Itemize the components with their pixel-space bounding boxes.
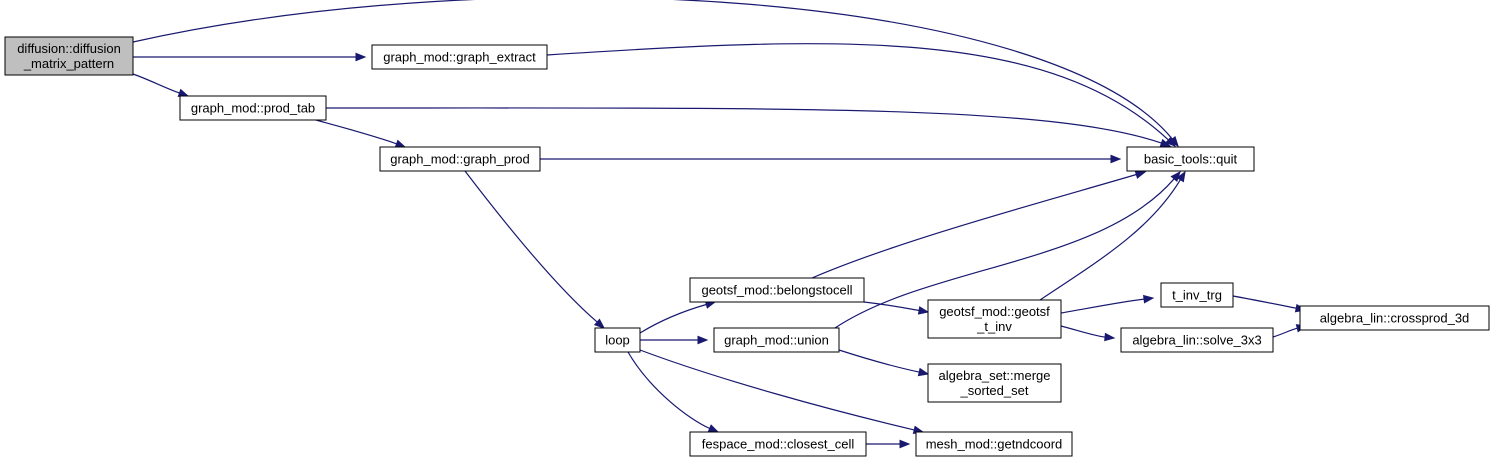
edge-loop-to-getndcoord [639, 349, 915, 431]
arrowhead-diffusion_matrix_pattern-to-prod_tab [177, 88, 190, 97]
node-box-union[interactable] [713, 327, 840, 353]
node-label-diffusion_matrix_pattern-line-2: _matrix_pattern [23, 56, 114, 71]
node-label-belongstocell-line-1: geotsf_mod::belongstocell [701, 283, 852, 298]
arrowhead-graph_extract-to-quit [1165, 136, 1176, 147]
edge-union-to-quit [834, 178, 1175, 329]
node-label-union-line-1: graph_mod::union [724, 333, 829, 348]
node-diffusion_matrix_pattern[interactable]: diffusion::diffusion_matrix_pattern [4, 36, 134, 76]
node-merge_sorted_set[interactable]: algebra_set::merge_sorted_set [927, 363, 1062, 403]
edge-geotsf_t_inv-to-t_inv_trg [1060, 298, 1145, 314]
node-label-merge_sorted_set-line-1: algebra_set::merge [938, 368, 1050, 383]
arrowhead-geotsf_t_inv-to-solve_3x3 [1104, 332, 1116, 342]
edges-layer [132, 0, 1308, 449]
edge-diffusion_matrix_pattern-to-prod_tab [132, 73, 180, 94]
arrowhead-diffusion_matrix_pattern-to-graph_extract [355, 52, 367, 62]
node-label-solve_3x3-line-1: algebra_lin::solve_3x3 [1132, 333, 1261, 348]
node-label-prod_tab-line-1: graph_mod::prod_tab [191, 101, 315, 116]
node-graph_extract[interactable]: graph_mod::graph_extract [371, 44, 548, 70]
edge-geotsf_t_inv-to-solve_3x3 [1060, 325, 1106, 338]
arrowhead-belongstocell-to-quit [1134, 170, 1147, 179]
node-box-t_inv_trg[interactable] [1160, 282, 1234, 308]
edge-prod_tab-to-quit [325, 107, 1162, 144]
arrowhead-loop-to-closest_cell [707, 424, 720, 433]
node-union[interactable]: graph_mod::union [713, 327, 840, 353]
node-loop[interactable]: loop [594, 327, 641, 353]
node-closest_cell[interactable]: fespace_mod::closest_cell [689, 431, 867, 457]
arrowhead-belongstocell-to-geotsf_t_inv [917, 306, 930, 315]
node-label-diffusion_matrix_pattern-line-1: diffusion::diffusion [17, 41, 121, 56]
node-box-belongstocell[interactable] [689, 277, 865, 303]
edge-graph_extract-to-quit [546, 43, 1169, 141]
edge-loop-to-belongstocell [639, 303, 707, 334]
edge-union-to-merge_sorted_set [838, 349, 920, 373]
arrowhead-geotsf_t_inv-to-t_inv_trg [1143, 294, 1155, 304]
arrowhead-closest_cell-to-getndcoord [899, 439, 911, 449]
node-box-merge_sorted_set[interactable] [927, 363, 1062, 403]
node-label-graph_extract-line-1: graph_mod::graph_extract [383, 50, 536, 65]
node-belongstocell[interactable]: geotsf_mod::belongstocell [689, 277, 865, 303]
node-box-graph_prod[interactable] [379, 146, 541, 172]
node-label-getndcoord-line-1: mesh_mod::getndcoord [926, 437, 1063, 452]
node-prod_tab[interactable]: graph_mod::prod_tab [179, 95, 327, 121]
node-box-prod_tab[interactable] [179, 95, 327, 121]
node-label-crossprod_3d-line-1: algebra_lin::crossprod_3d [1320, 311, 1470, 326]
node-box-getndcoord[interactable] [915, 431, 1073, 457]
node-label-quit-line-1: basic_tools::quit [1144, 152, 1238, 167]
node-geotsf_t_inv[interactable]: geotsf_mod::geotsf_t_inv [927, 299, 1062, 339]
edge-belongstocell-to-quit [811, 173, 1137, 279]
node-solve_3x3[interactable]: algebra_lin::solve_3x3 [1120, 327, 1274, 353]
node-label-t_inv_trg-line-1: t_inv_trg [1172, 288, 1222, 303]
node-label-closest_cell-line-1: fespace_mod::closest_cell [702, 437, 855, 452]
node-t_inv_trg[interactable]: t_inv_trg [1160, 282, 1234, 308]
node-box-closest_cell[interactable] [689, 431, 867, 457]
node-crossprod_3d[interactable]: algebra_lin::crossprod_3d [1299, 305, 1490, 331]
node-quit[interactable]: basic_tools::quit [1126, 146, 1255, 172]
arrowhead-prod_tab-to-graph_prod [394, 139, 407, 148]
node-label-graph_prod-line-1: graph_mod::graph_prod [390, 152, 530, 167]
node-label-merge_sorted_set-line-2: _sorted_set [960, 383, 1029, 398]
node-box-quit[interactable] [1126, 146, 1255, 172]
edge-geotsf_t_inv-to-quit [1039, 179, 1181, 301]
arrowhead-graph_prod-to-loop [593, 318, 606, 329]
arrowhead-prod_tab-to-quit [1159, 138, 1172, 148]
node-getndcoord[interactable]: mesh_mod::getndcoord [915, 431, 1073, 457]
edge-diffusion_matrix_pattern-to-quit [132, 0, 1173, 140]
edge-belongstocell-to-geotsf_t_inv [863, 301, 920, 312]
node-label-geotsf_t_inv-line-2: _t_inv [976, 319, 1012, 334]
edge-prod_tab-to-graph_prod [315, 119, 397, 145]
edge-t_inv_trg-to-crossprod_3d [1232, 295, 1297, 309]
node-box-geotsf_t_inv[interactable] [927, 299, 1062, 339]
edge-graph_prod-to-loop [464, 170, 598, 323]
arrowhead-geotsf_t_inv-to-quit [1176, 170, 1186, 183]
node-box-loop[interactable] [594, 327, 641, 353]
node-graph_prod[interactable]: graph_mod::graph_prod [379, 146, 541, 172]
node-label-loop-line-1: loop [605, 333, 630, 348]
arrowhead-graph_prod-to-quit [1110, 154, 1122, 164]
node-label-geotsf_t_inv-line-1: geotsf_mod::geotsf [939, 304, 1050, 319]
edge-solve_3x3-to-crossprod_3d [1272, 327, 1298, 338]
arrowhead-loop-to-union [697, 335, 709, 345]
node-box-solve_3x3[interactable] [1120, 327, 1274, 353]
node-box-graph_extract[interactable] [371, 44, 548, 70]
edge-loop-to-closest_cell [627, 351, 710, 430]
arrowhead-union-to-merge_sorted_set [917, 367, 930, 377]
node-box-crossprod_3d[interactable] [1299, 305, 1490, 331]
node-box-diffusion_matrix_pattern[interactable] [4, 36, 134, 76]
